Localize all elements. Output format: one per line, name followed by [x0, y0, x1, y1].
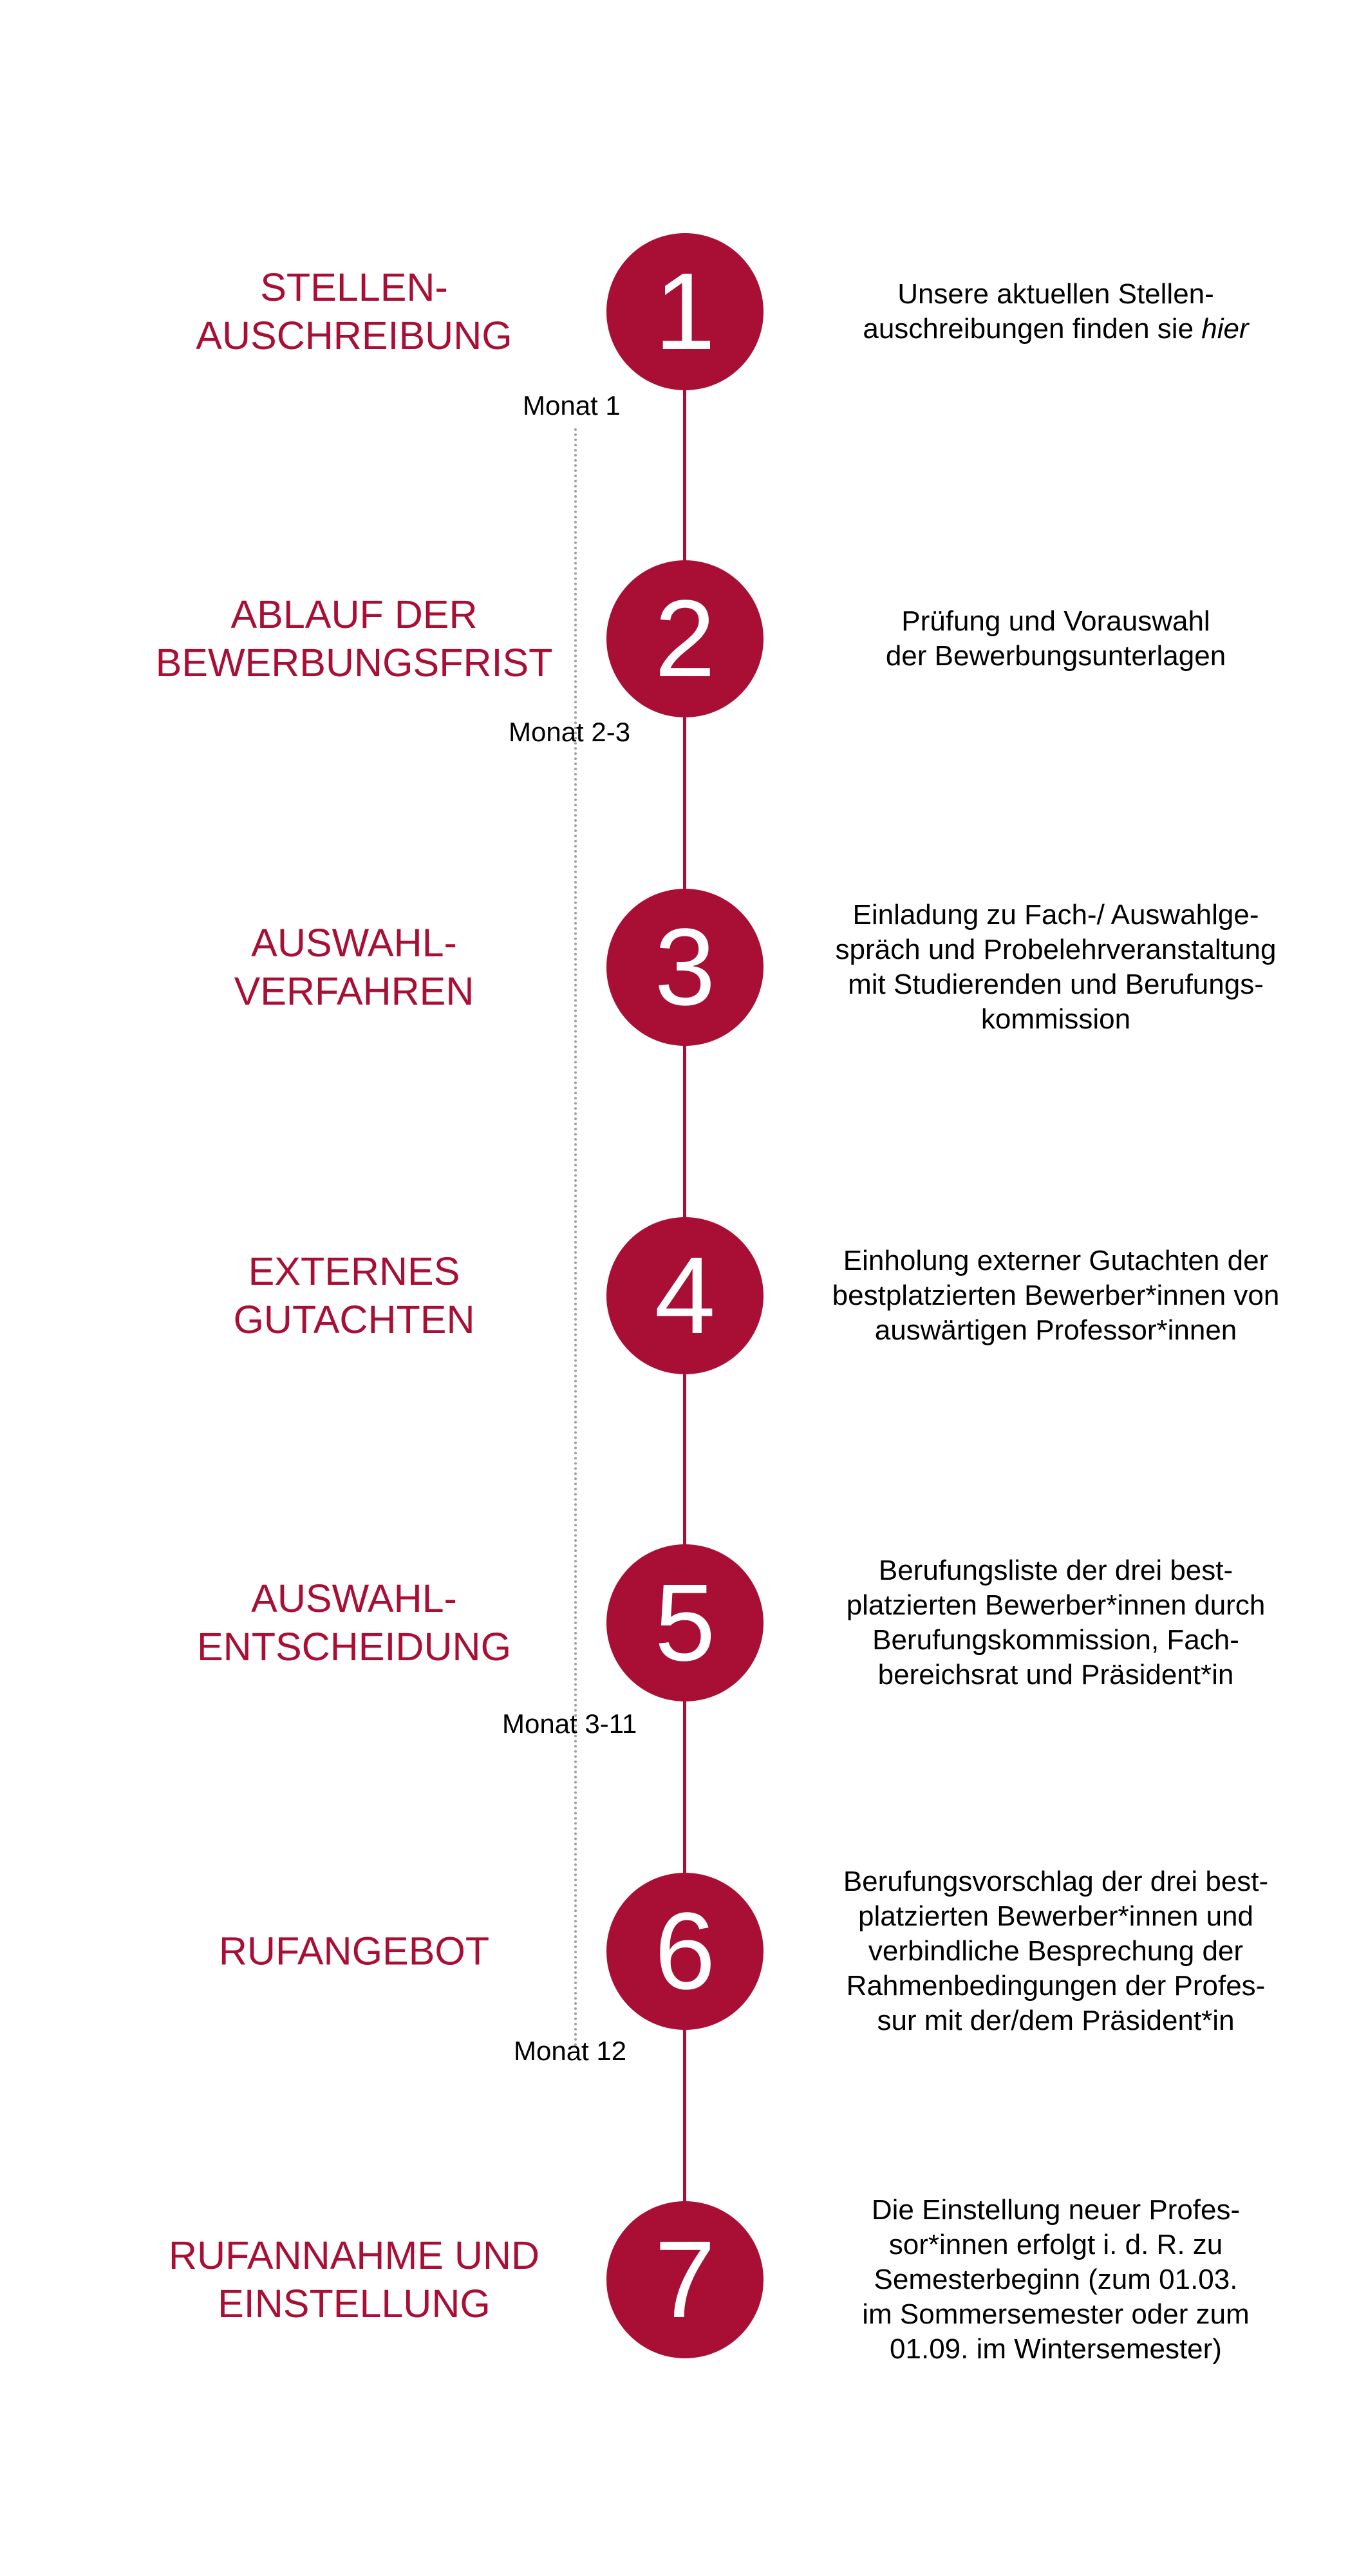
step-description-text: Unsere aktuellen Stellen- auschreibungen…: [863, 278, 1214, 345]
month-label: Monat 3-11: [502, 1709, 637, 1739]
month-label: Monat 12: [514, 2036, 627, 2066]
step-description: Einladung zu Fach-/ Auswahlge- spräch un…: [835, 899, 1277, 1035]
step-title: AUSWAHL- VERFAHREN: [234, 921, 474, 1013]
job-listings-link[interactable]: hier: [1201, 313, 1249, 345]
step-7: RUFANNAHME UND EINSTELLUNG 7 Die Einstel…: [0, 2194, 1368, 2365]
step-title: EXTERNES GUTACHTEN: [233, 1249, 475, 1341]
step-1: STELLEN- AUSCHREIBUNG 1 Unsere aktuellen…: [0, 233, 1368, 390]
step-2: ABLAUF DER BEWERBUNGSFRIST 2 Prüfung und…: [0, 560, 1368, 717]
step-title: ABLAUF DER BEWERBUNGSFRIST: [155, 592, 553, 685]
step-title: STELLEN- AUSCHREIBUNG: [196, 265, 512, 357]
step-description: Prüfung und Vorauswahl der Bewerbungsunt…: [885, 605, 1226, 672]
step-3: AUSWAHL- VERFAHREN 3 Einladung zu Fach-/…: [0, 889, 1368, 1046]
step-title: AUSWAHL- ENTSCHEIDUNG: [196, 1577, 512, 1669]
step-number-circle: 3: [606, 889, 764, 1046]
month-dotted-line: [574, 428, 577, 2048]
step-description: Berufungsliste der drei best- platzierte…: [846, 1555, 1266, 1690]
step-5: AUSWAHL- ENTSCHEIDUNG 5 Berufungsliste d…: [0, 1544, 1368, 1701]
step-description: Berufungsvorschlag der drei best- platzi…: [843, 1866, 1269, 2036]
step-4: EXTERNES GUTACHTEN 4 Einholung externer …: [0, 1217, 1368, 1374]
step-title: RUFANGEBOT: [218, 1929, 490, 1973]
step-number-circle: 2: [606, 560, 764, 717]
step-number-circle: 4: [606, 1217, 764, 1374]
step-6: RUFANGEBOT 6 Berufungsvorschlag der drei…: [0, 1866, 1368, 2036]
month-label: Monat 1: [523, 390, 621, 421]
step-number-circle: 1: [606, 233, 764, 390]
step-description: Die Einstellung neuer Profes- sor*innen …: [862, 2194, 1250, 2365]
step-number-circle: 6: [606, 1873, 764, 2030]
step-number-circle: 5: [606, 1544, 764, 1701]
step-description: Einholung externer Gutachten der bestpla…: [832, 1245, 1280, 1346]
month-label: Monat 2-3: [509, 717, 631, 747]
step-description: Unsere aktuellen Stellen- auschreibungen…: [805, 277, 1307, 346]
step-number-circle: 7: [606, 2201, 764, 2358]
step-title: RUFANNAHME UND EINSTELLUNG: [168, 2233, 540, 2325]
